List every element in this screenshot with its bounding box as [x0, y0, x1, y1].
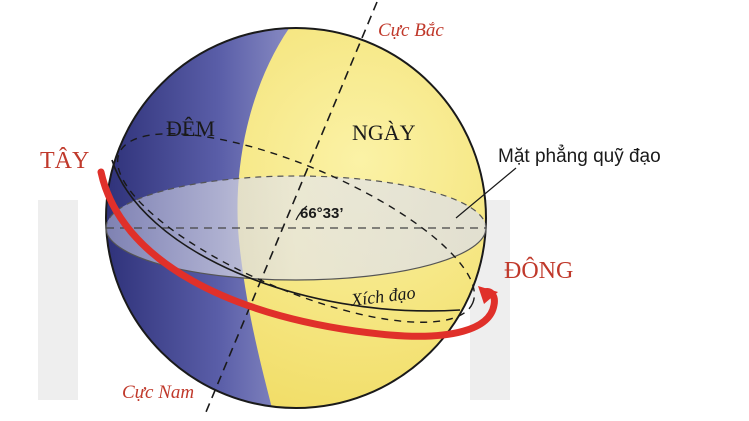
- night-label: ĐÊM: [166, 116, 215, 141]
- orbital-plane-leader: [455, 167, 517, 219]
- orbital-plane-front-edge: [105, 227, 487, 281]
- day-label: NGÀY: [352, 120, 416, 145]
- rotation-arrow-head: [478, 286, 498, 304]
- south-pole-label: Cực Nam: [122, 382, 194, 403]
- orbital-plane-label: Mặt phẳng quỹ đạo: [498, 145, 661, 167]
- rotation-arrow: [97, 168, 498, 340]
- angle-arc: [295, 205, 308, 221]
- orbital-plane-back-edge: [105, 175, 487, 229]
- east-label: ĐÔNG: [504, 257, 573, 284]
- sphere-outline: [105, 27, 487, 409]
- tilt-angle-label: 66°33’: [300, 205, 344, 222]
- west-label: TÂY: [40, 148, 89, 174]
- equator-back: [116, 133, 476, 323]
- equator-front: [111, 159, 461, 312]
- north-pole-label: Cực Bắc: [378, 20, 444, 41]
